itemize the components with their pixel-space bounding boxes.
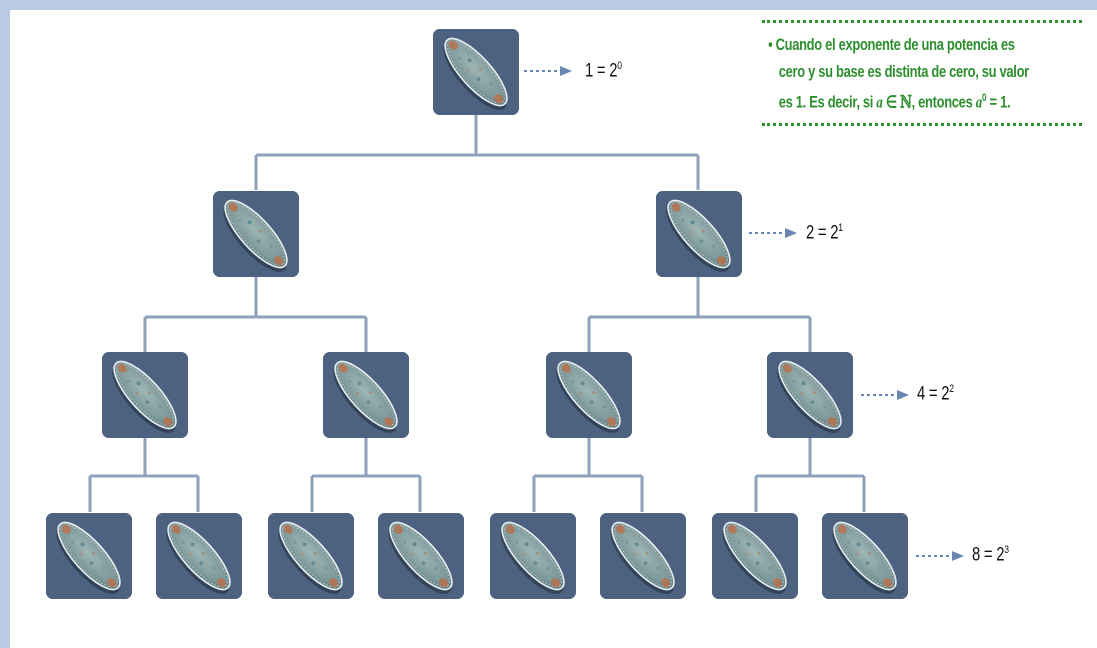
level-label: 1 = 20 xyxy=(585,60,622,82)
dotted-arrow-icon xyxy=(524,66,572,76)
dotted-arrow-icon xyxy=(916,551,964,561)
paramecium-cell-icon xyxy=(490,513,576,599)
note-line: • Cuando el exponente de una potencia es xyxy=(768,35,1015,54)
tree-node xyxy=(323,352,409,438)
paramecium-cell-icon xyxy=(102,352,188,438)
paramecium-cell-icon xyxy=(712,513,798,599)
paramecium-cell-icon xyxy=(767,352,853,438)
paramecium-cell-icon xyxy=(213,191,299,277)
paramecium-cell-icon xyxy=(323,352,409,438)
paramecium-cell-icon xyxy=(156,513,242,599)
tree-node xyxy=(268,513,354,599)
paramecium-cell-icon xyxy=(656,191,742,277)
paramecium-cell-icon xyxy=(600,513,686,599)
tree-node xyxy=(156,513,242,599)
tree-node xyxy=(712,513,798,599)
tree-node xyxy=(600,513,686,599)
tree-node xyxy=(378,513,464,599)
paramecium-cell-icon xyxy=(546,352,632,438)
tree-node xyxy=(433,29,519,115)
note-text: • Cuando el exponente de una potencia es… xyxy=(762,23,1081,123)
tree-node xyxy=(490,513,576,599)
level-label: 4 = 22 xyxy=(917,383,954,405)
note-line: cero y su base es distinta de cero, su v… xyxy=(778,62,1029,81)
dotted-divider xyxy=(762,20,1082,23)
tree-node xyxy=(767,352,853,438)
paramecium-cell-icon xyxy=(378,513,464,599)
paramecium-cell-icon xyxy=(268,513,354,599)
tree-node xyxy=(822,513,908,599)
tree-node xyxy=(656,191,742,277)
dotted-arrow-icon xyxy=(861,390,909,400)
note-line: es 1. Es decir, si a ∈ ℕ, entonces a0 = … xyxy=(778,92,1011,113)
bullet-icon: • xyxy=(768,35,773,54)
dotted-arrow-icon xyxy=(749,228,797,238)
tree-node xyxy=(213,191,299,277)
level-label: 8 = 23 xyxy=(972,544,1009,566)
note-box: • Cuando el exponente de una potencia es… xyxy=(762,20,1084,126)
tree-node xyxy=(46,513,132,599)
paramecium-cell-icon xyxy=(822,513,908,599)
paramecium-cell-icon xyxy=(433,29,519,115)
paramecium-cell-icon xyxy=(46,513,132,599)
dotted-divider xyxy=(762,122,1082,126)
level-label: 2 = 21 xyxy=(806,222,843,244)
tree-node xyxy=(546,352,632,438)
tree-node xyxy=(102,352,188,438)
